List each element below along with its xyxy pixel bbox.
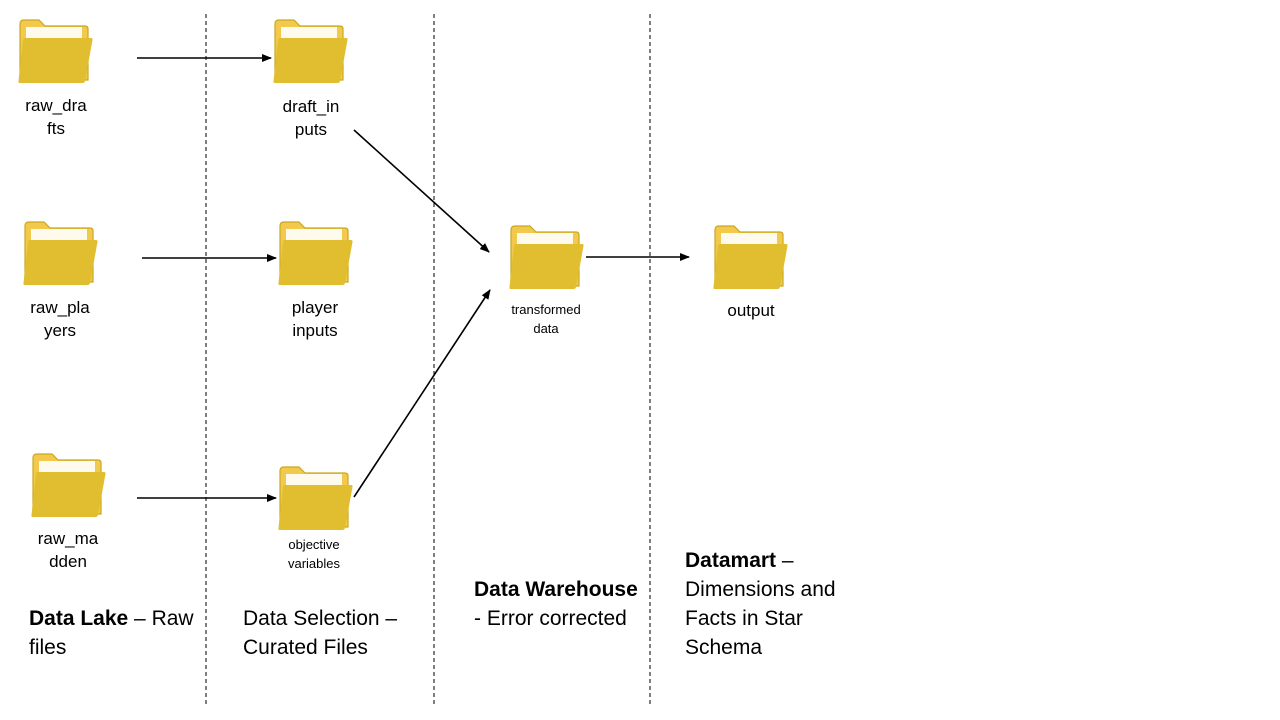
- folder-icon[interactable]: [508, 225, 584, 290]
- stage-description: – Raw files: [29, 607, 194, 659]
- folder-icon[interactable]: [272, 19, 348, 84]
- stage-title: Data Warehouse: [474, 578, 638, 601]
- stage-title: Datamart: [685, 549, 777, 572]
- folder-icon[interactable]: [17, 19, 93, 84]
- folder-icon[interactable]: [30, 453, 106, 518]
- folder-icon[interactable]: [277, 221, 353, 286]
- folder-label-player-inputs: player inputs: [291, 298, 339, 340]
- stage-description: – Dimensions and Facts in Star Schema: [685, 549, 836, 659]
- arrow: [353, 289, 491, 498]
- folder-label-raw-drafts: raw_dra fts: [25, 96, 87, 138]
- arrow: [353, 129, 490, 253]
- folder-label-raw-players: raw_pla yers: [30, 298, 90, 340]
- stage-caption-datamart: Datamart – Dimensions and Facts in Star …: [685, 546, 860, 662]
- folder-label-output: output: [727, 301, 775, 320]
- folder-label-draft-inputs: draft_in puts: [282, 97, 340, 139]
- folder-label-objective-variables: objective variables: [287, 537, 341, 571]
- stage-title: Data Lake: [29, 607, 129, 630]
- folder-icon[interactable]: [277, 466, 353, 531]
- stage-caption-data-selection: Data Selection – Curated Files: [243, 604, 418, 662]
- folder-label-transformed-data: transformed data: [511, 302, 581, 336]
- stage-description: Data Selection – Curated Files: [243, 607, 398, 659]
- folder-icon[interactable]: [712, 225, 788, 290]
- stage-description: - Error corrected: [474, 607, 627, 630]
- folder-label-raw-madden: raw_ma dden: [37, 529, 99, 571]
- folder-icon[interactable]: [22, 221, 98, 286]
- stage-caption-data-lake: Data Lake – Raw files: [29, 604, 199, 662]
- stage-caption-data-warehouse: Data Warehouse - Error corrected: [474, 575, 649, 633]
